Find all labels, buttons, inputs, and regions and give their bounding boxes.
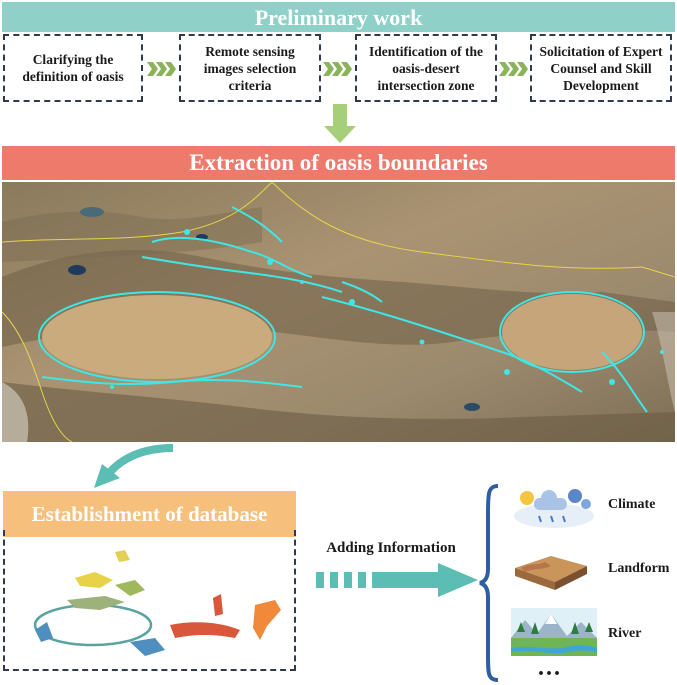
step-box-definition: Clarifying the definition of oasis [3, 34, 143, 102]
info-label-climate: Climate [608, 497, 656, 512]
more-items-ellipsis: ... [538, 655, 562, 681]
climate-icon [514, 489, 594, 528]
info-label-river: River [608, 626, 642, 641]
step-box-intersection-zone: Identification of the oasis-desert inter… [355, 34, 497, 102]
river-icon [511, 608, 597, 656]
preliminary-work-banner: Preliminary work [2, 2, 675, 32]
adding-information-label: Adding Information [326, 540, 456, 556]
database-title: Establishment of database [31, 502, 268, 526]
right-arrow-icon [316, 563, 478, 597]
chevron-right-icon [147, 62, 176, 76]
curly-brace-icon [479, 484, 499, 682]
step-box-image-criteria: Remote sensing images selection criteria [179, 34, 321, 102]
step-label: Remote sensing images selection criteria [203, 43, 297, 93]
extraction-title: Extraction of oasis boundaries [189, 150, 488, 175]
info-label-landform: Landform [608, 561, 670, 576]
step-label: Solicitation of Expert Counsel and Skill… [539, 43, 663, 93]
database-banner: Establishment of database [3, 491, 296, 537]
curved-arrow-icon [94, 444, 174, 488]
chevron-right-icon [323, 62, 352, 76]
step-box-expert-counsel: Solicitation of Expert Counsel and Skill… [530, 34, 672, 102]
preliminary-work-title: Preliminary work [254, 5, 423, 30]
down-arrow-icon [324, 104, 356, 143]
oasis-region-shapes [33, 550, 281, 656]
extraction-banner: Extraction of oasis boundaries [2, 146, 675, 180]
landform-icon [515, 556, 587, 590]
database-map [3, 530, 296, 671]
chevron-right-icon [499, 62, 528, 76]
step-label: Clarifying the definition of oasis [22, 52, 124, 84]
satellite-map [2, 182, 675, 442]
step-label: Identification of the oasis-desert inter… [369, 43, 483, 93]
